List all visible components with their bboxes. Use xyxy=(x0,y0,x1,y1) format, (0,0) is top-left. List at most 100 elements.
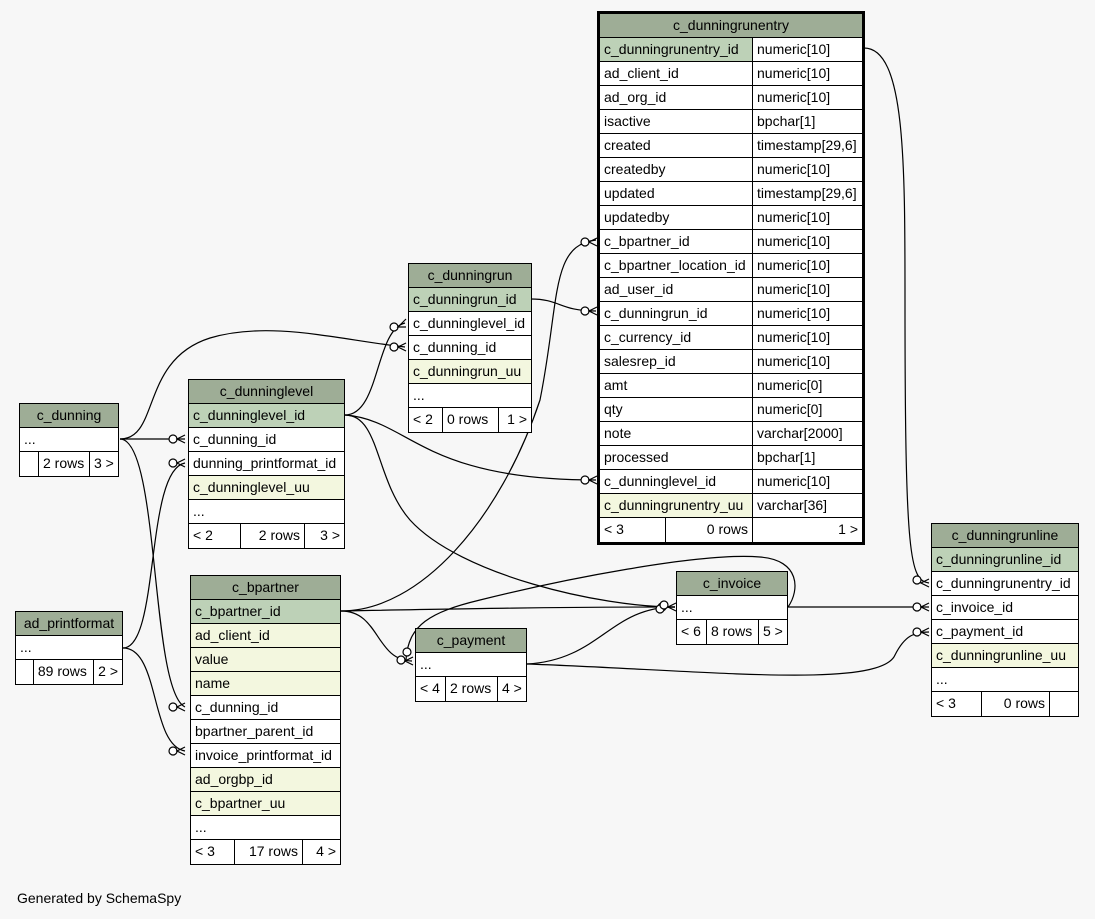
fk-marker xyxy=(912,575,922,585)
children-count[interactable]: 5 > xyxy=(763,623,783,639)
table-header[interactable]: c_invoice xyxy=(677,572,787,596)
table-c_dunninglevel[interactable]: c_dunninglevel c_dunninglevel_id c_dunni… xyxy=(188,379,345,549)
column-row[interactable]: invoice_printformat_id xyxy=(191,744,340,768)
column-row[interactable]: ... xyxy=(409,384,531,408)
row-count: 17 rows xyxy=(235,840,303,864)
column-row[interactable]: ... xyxy=(191,816,340,840)
column-row[interactable]: c_dunning_id xyxy=(189,428,344,452)
table-header[interactable]: c_payment xyxy=(416,629,526,653)
table-c_invoice[interactable]: c_invoice ... < 6 8 rows 5 > xyxy=(676,571,788,645)
column-row[interactable]: ... xyxy=(677,596,787,620)
children-count[interactable]: 3 > xyxy=(94,455,114,471)
table-header[interactable]: c_dunningrun xyxy=(409,264,531,288)
parents-count[interactable]: < 2 xyxy=(409,408,443,432)
table-header[interactable]: c_dunninglevel xyxy=(189,380,344,404)
column-row[interactable]: ad_orgbp_id xyxy=(191,768,340,792)
column-row[interactable]: c_dunninglevel_uu xyxy=(189,476,344,500)
column-row[interactable]: c_dunningrunentry_id xyxy=(932,572,1078,596)
column-row[interactable]: c_dunninglevel_id xyxy=(409,312,531,336)
parents-count xyxy=(16,660,34,684)
table-c_payment[interactable]: c_payment ... < 4 2 rows 4 > xyxy=(415,628,527,702)
children-count[interactable]: 2 > xyxy=(98,663,118,679)
column-row[interactable]: ad_client_id xyxy=(191,624,340,648)
column-row[interactable]: c_dunningrun_id xyxy=(409,288,531,312)
crow-foot xyxy=(175,458,186,468)
row-count: 2 rows xyxy=(446,677,498,701)
edge-printformat-bpartner xyxy=(122,647,186,752)
column-row[interactable]: c_bpartner_id xyxy=(191,600,340,624)
crow-foot xyxy=(396,342,407,352)
column-row[interactable]: c_dunning_id xyxy=(191,696,340,720)
column-row[interactable]: c_bpartner_uu xyxy=(191,792,340,816)
column-row[interactable]: c_dunning_id xyxy=(409,336,531,360)
column-row[interactable]: ... xyxy=(932,668,1078,692)
column-row[interactable]: value xyxy=(191,648,340,672)
column-row[interactable]: ... xyxy=(20,428,118,452)
table-stats: < 3 0 rows xyxy=(932,692,1078,716)
table-c_dunning[interactable]: c_dunning ... 2 rows 3 > xyxy=(19,403,119,477)
parents-count[interactable]: < 3 xyxy=(600,518,666,542)
parents-count[interactable]: < 2 xyxy=(189,524,241,548)
parents-count[interactable]: < 3 xyxy=(932,692,982,716)
column-row[interactable]: c_dunningrun_uu xyxy=(409,360,531,384)
column-row[interactable]: name xyxy=(191,672,340,696)
table-header[interactable]: c_dunningrunline xyxy=(932,524,1078,548)
parents-count[interactable]: < 4 xyxy=(416,677,446,701)
edge-invoice-self xyxy=(405,555,796,661)
table-c_dunningrun[interactable]: c_dunningrun c_dunningrun_id c_dunningle… xyxy=(408,263,532,433)
crow-foot xyxy=(587,475,598,485)
table-c_dunningrunline[interactable]: c_dunningrunline c_dunningrunline_id c_d… xyxy=(931,523,1079,717)
table-c_bpartner[interactable]: c_bpartner c_bpartner_id ad_client_id va… xyxy=(190,575,341,865)
table-stats: 89 rows 2 > xyxy=(16,660,122,684)
edge-bpartner-invoice xyxy=(340,606,676,612)
column-row[interactable]: c_dunninglevel_id xyxy=(189,404,344,428)
column-row[interactable]: c_invoice_id xyxy=(932,596,1078,620)
column-row[interactable]: c_dunningrunline_id xyxy=(932,548,1078,572)
table-ad_printformat[interactable]: ad_printformat ... 89 rows 2 > xyxy=(15,611,123,685)
column-row[interactable]: c_payment_id xyxy=(932,620,1078,644)
table-header[interactable]: c_dunning xyxy=(20,404,118,428)
table-header[interactable]: ad_printformat xyxy=(16,612,122,636)
children-count[interactable]: 4 > xyxy=(316,843,336,859)
column-row[interactable]: dunning_printformat_id xyxy=(189,452,344,476)
column-row[interactable]: bpartner_parent_id xyxy=(191,720,340,744)
column-row[interactable]: c_dunningrunline_uu xyxy=(932,644,1078,668)
edge-dunninglevel-runentry xyxy=(344,414,597,481)
table-header[interactable]: c_bpartner xyxy=(191,576,340,600)
table-stats: 2 rows 3 > xyxy=(20,452,118,476)
crow-foot xyxy=(403,656,414,666)
column-row[interactable]: ... xyxy=(16,636,122,660)
row-count: 8 rows xyxy=(707,620,759,644)
children-count[interactable]: 4 > xyxy=(502,680,522,696)
children-count[interactable]: 1 > xyxy=(838,521,858,537)
parents-count[interactable]: < 6 xyxy=(677,620,707,644)
children-count[interactable]: 1 > xyxy=(507,411,527,427)
children-count[interactable]: 3 > xyxy=(320,527,340,543)
column-row[interactable]: ... xyxy=(416,653,526,677)
column-row[interactable]: ... xyxy=(189,500,344,524)
parents-count[interactable]: < 3 xyxy=(191,840,235,864)
table-header[interactable]: c_dunningrunentry xyxy=(600,14,862,38)
row-count: 89 rows xyxy=(34,660,95,684)
